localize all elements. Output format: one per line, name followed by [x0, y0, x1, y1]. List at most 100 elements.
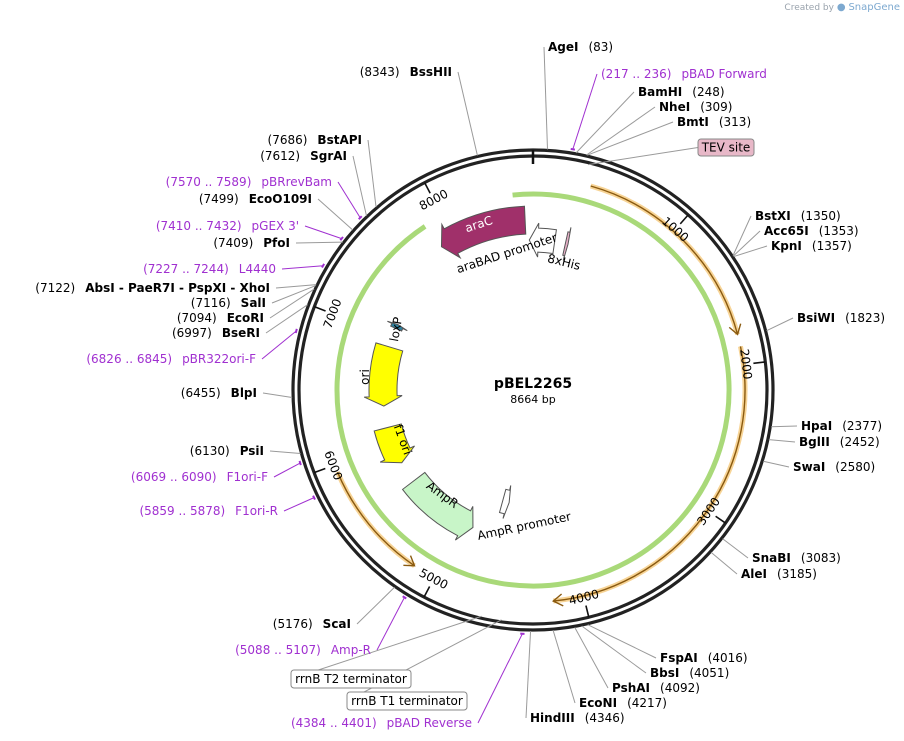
site-position: (4016) [708, 651, 748, 665]
site-psii: (6130)PsiI [190, 444, 264, 458]
site-position: (4092) [660, 681, 700, 695]
leader-bamhi [575, 91, 635, 154]
site-ecori: (7094)EcoRI [177, 311, 264, 325]
primer-mark-pbr322ori-f [294, 328, 298, 334]
site-position: (3083) [801, 551, 841, 565]
feature-label-ori: ori [358, 369, 372, 385]
tick-label-8000: 8000 [417, 187, 451, 214]
site-position: (2580) [835, 460, 875, 474]
tick-label-3000: 3000 [694, 495, 723, 528]
leader-bmti [587, 121, 674, 156]
leader-bglii [768, 439, 796, 443]
primer-pbad-forward: (217 .. 236)pBAD Forward [601, 67, 767, 81]
site-position: (2377) [842, 419, 882, 433]
site-pfoi: (7409)PfoI [213, 236, 290, 250]
site-name: BamHI [638, 85, 682, 99]
primer-range: (4384 .. 4401) [291, 716, 377, 730]
leader-snabi [722, 538, 749, 559]
feature-loxp-arrow [387, 320, 408, 332]
site-name: SnaBI [752, 551, 791, 565]
site-name: PfoI [263, 236, 290, 250]
site-name: BstXI [755, 209, 791, 223]
leader-bstxi [732, 215, 752, 256]
map-name: pBEL2265 [494, 376, 572, 392]
tick-label-7000: 7000 [321, 297, 345, 331]
primer-mark-amp-r [402, 595, 407, 600]
site-bamhi: BamHI(248) [638, 85, 725, 99]
primer-leader-amp-r [376, 597, 405, 651]
tick-label-4000: 4000 [567, 587, 600, 608]
site-position: (6455) [181, 386, 221, 400]
leader-blpi [262, 392, 293, 399]
leader-bseri [265, 304, 308, 334]
leader-pfoi [295, 241, 343, 244]
leader-absi-paer7i-pspxi-xhoi [275, 284, 317, 289]
site-bbsi: BbsI(4051) [650, 666, 729, 680]
site-name: EcoNI [579, 696, 617, 710]
tick-8000 [423, 182, 431, 194]
site-hindiii: HindIII(4346) [530, 711, 625, 725]
site-bmti: BmtI(313) [677, 115, 751, 129]
site-name: BglII [799, 435, 830, 449]
site-bseri: (6997) BseRI [172, 326, 260, 340]
site-position: (1353) [819, 224, 859, 238]
leader-pshai [574, 627, 609, 689]
site-blpi: (6455)BlpI [181, 386, 257, 400]
tick-2000 [753, 361, 766, 365]
primer-range: (6069 .. 6090) [131, 470, 217, 484]
site-position: (6997) [172, 326, 212, 340]
site-absi-paer7i-pspxi-xhoi: (7122)AbsI - PaeR7I - PspXI - XhoI [35, 281, 270, 295]
tick-1000 [679, 214, 689, 225]
leader-sgrai [352, 155, 367, 216]
primer-mark-f1ori-f [298, 460, 302, 466]
site-name: AbsI - PaeR7I - PspXI - XhoI [85, 281, 270, 295]
tick-label-6000: 6000 [321, 449, 345, 483]
site-bstapi: (7686)BstAPI [268, 133, 362, 147]
tick-4000 [585, 605, 590, 618]
box-label-rrnb-t2-terminator: rrnB T2 terminator [295, 672, 407, 686]
primer-range: (217 .. 236) [601, 67, 671, 81]
site-name: EcoO109I [249, 192, 312, 206]
primer-pbrrevbam: (7570 .. 7589)pBRrevBam [166, 175, 332, 189]
site-sali: (7116)SalI [191, 296, 266, 310]
orange-arc-1 [590, 185, 739, 335]
feature-arac-arrow [440, 205, 527, 260]
site-name: SwaI [793, 460, 825, 474]
primer-range: (7410 .. 7432) [156, 219, 242, 233]
snapgene-credit: Created by ● SnapGene [784, 2, 900, 13]
tick-3000 [715, 515, 726, 524]
primer-amp-r: (5088 .. 5107)Amp-R [235, 643, 371, 657]
primer-mark-f1ori-r [312, 495, 316, 500]
primer-name: pBR322ori-F [182, 352, 256, 366]
leader-agei [543, 46, 548, 150]
site-sgrai: (7612)SgrAI [260, 149, 347, 163]
site-fspai: FspAI(4016) [660, 651, 748, 665]
orange-arc-2 [553, 346, 746, 602]
site-position: (8343) [360, 65, 400, 79]
site-position: (1823) [845, 311, 885, 325]
primer-leader-pbrrevbam [337, 181, 361, 218]
primer-leader-f1ori-r [283, 497, 315, 512]
site-bsshii: (8343)BssHII [360, 65, 452, 79]
primer-range: (6826 .. 6845) [86, 352, 172, 366]
site-position: (83) [588, 40, 613, 54]
box-tev-site [697, 138, 755, 157]
site-name: KpnI [771, 239, 802, 253]
site-name: BseRI [222, 326, 260, 340]
site-name: SalI [241, 296, 266, 310]
site-name: BsiWI [797, 311, 835, 325]
feature-f1-ori-arrow [373, 423, 415, 464]
leader-hindiii [525, 630, 532, 719]
orange-arc-3-halo [335, 471, 416, 568]
site-snabi: SnaBI (3083) [752, 551, 841, 565]
leader-scai [356, 586, 395, 625]
site-name: EcoRI [227, 311, 264, 325]
box-leader-rrnb-t2-terminator [290, 615, 482, 680]
site-name: PshAI [612, 681, 650, 695]
site-name: HindIII [530, 711, 575, 725]
feature-ampr-arrow [401, 471, 474, 541]
leader-bsshii [457, 71, 478, 156]
site-name: BstAPI [317, 133, 362, 147]
site-name: SgrAI [310, 149, 347, 163]
orange-arc-3-arrowhead [403, 555, 416, 567]
